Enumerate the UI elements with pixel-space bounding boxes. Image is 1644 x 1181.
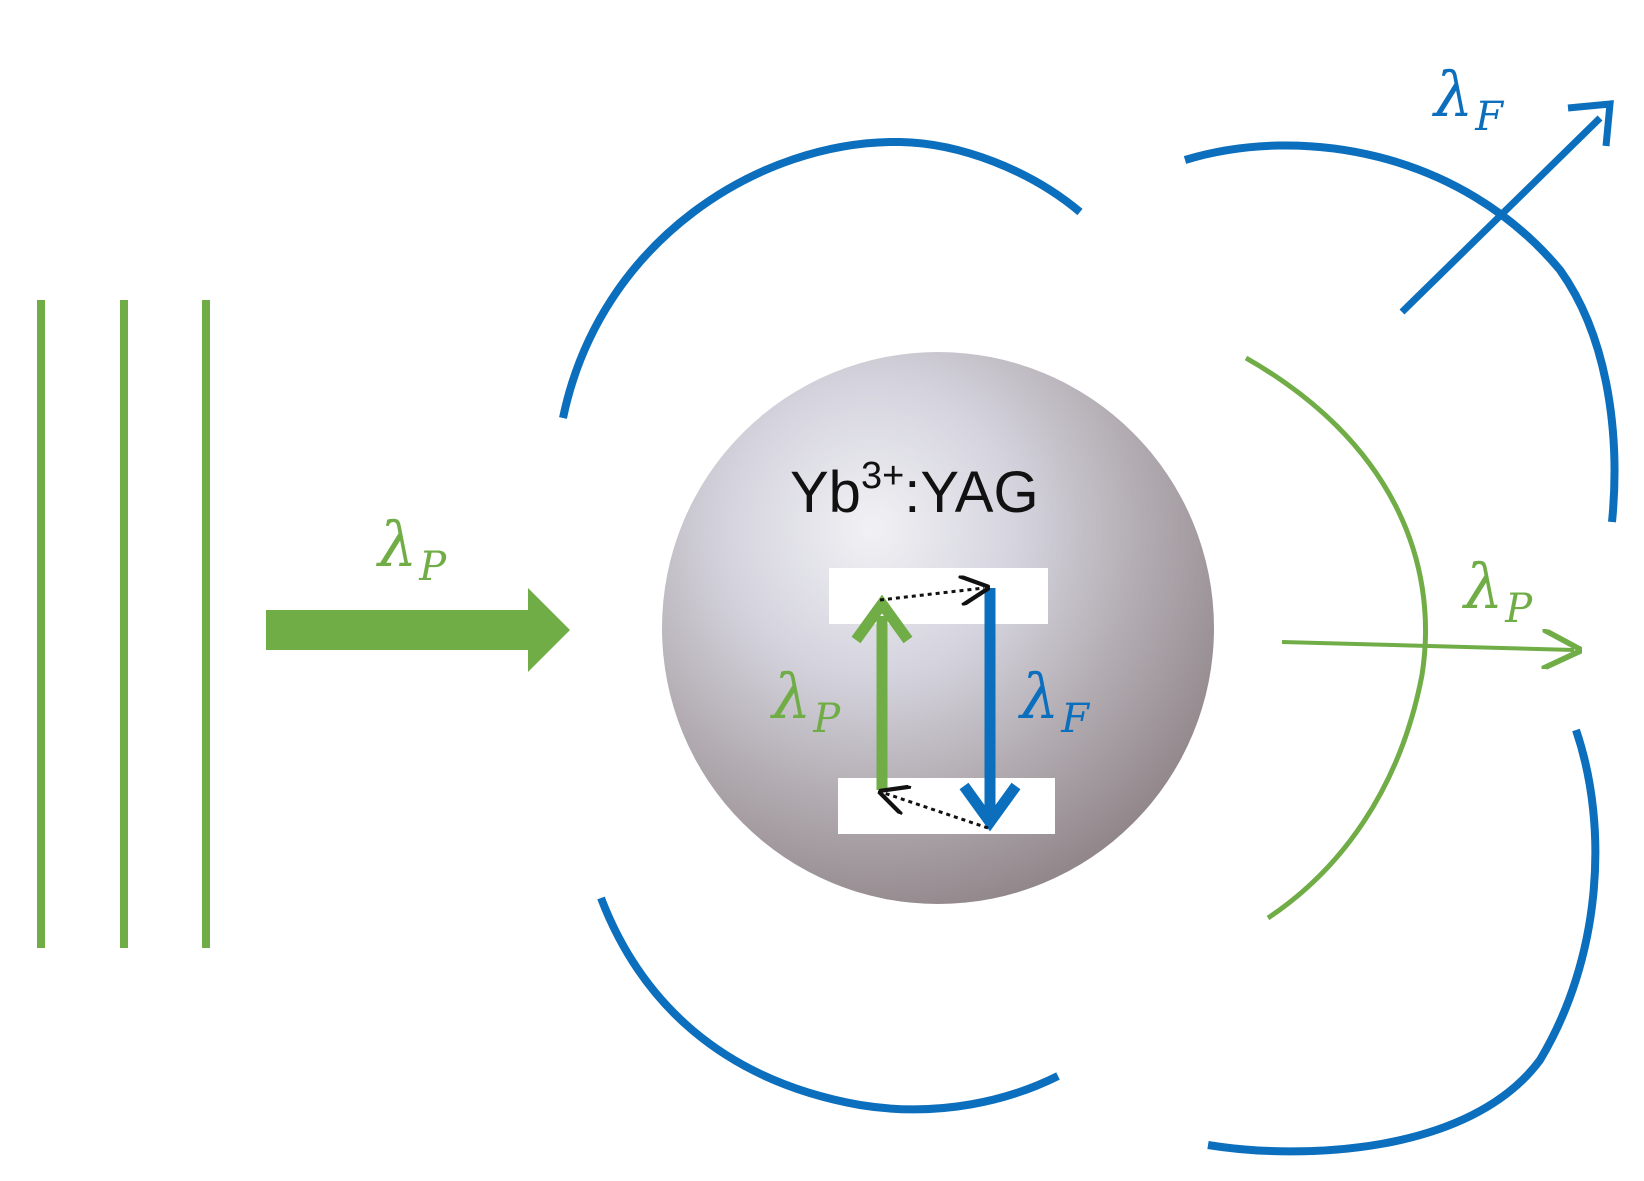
emission-arrow-head [959,782,1021,832]
fluorescence-emission-arrow [959,588,1021,832]
absorption-arrow-head [851,594,913,644]
transmitted-pump-arc [1244,355,1428,921]
lower-thermalization-arrow [884,793,989,830]
pump-wavelength-label: λP [375,508,447,590]
upper-thermalization-arrow [879,588,984,600]
fluorescence-field-arcs [559,137,1619,1156]
pump-beam-arrow [266,588,570,672]
fluorescence-arc-upper-right [1183,141,1619,523]
fluorescence-arc-upper-left [559,137,1083,419]
lower-energy-level [838,778,1055,834]
fluorescence-arc-lower-right [1207,728,1600,1156]
fluorescence-arc-lower-left [597,896,1060,1114]
escaping-fluorescence-head [1567,100,1614,147]
emission-wavelength-label: λF [1017,660,1090,742]
transmitted-pump-label: λP [1461,550,1533,632]
pump-wavefronts [37,300,210,948]
material-label: Yb3+:YAG [790,455,1039,525]
transmitted-pump-arrow [1281,642,1574,650]
escaping-fluorescence-arrow [1399,100,1614,315]
absorption-arrow [851,594,913,790]
escaping-fluorescence-shaft [1399,115,1603,315]
escaping-fluorescence-label: λF [1431,58,1504,140]
absorption-wavelength-label: λP [769,660,841,742]
upper-energy-level [829,568,1048,624]
yb-yag-crystal-sphere [662,352,1214,904]
